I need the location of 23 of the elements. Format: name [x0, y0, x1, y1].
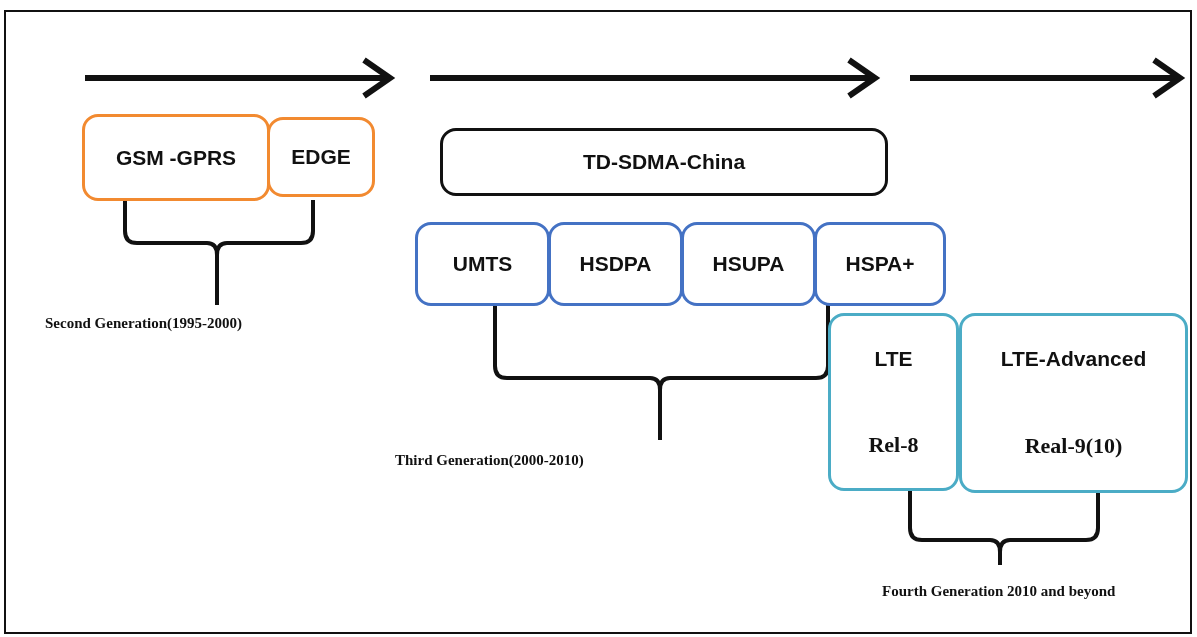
technology-box — [959, 313, 1188, 493]
technology-label: LTE-Advanced — [1000, 347, 1147, 371]
technology-box — [681, 222, 816, 306]
technology-label: HSUPA — [712, 252, 785, 276]
generation-caption: Fourth Generation 2010 and beyond — [882, 583, 1116, 600]
technology-box — [415, 222, 550, 306]
technology-label: GSM -GPRS — [115, 145, 237, 170]
technology-label: HSPA+ — [845, 252, 915, 276]
technology-label: HSDPA — [579, 252, 652, 276]
technology-box — [82, 114, 270, 201]
technology-box — [267, 117, 375, 197]
technology-box — [440, 128, 888, 196]
technology-box — [548, 222, 683, 306]
release-label: Rel-8 — [868, 431, 919, 458]
technology-label: EDGE — [291, 145, 351, 169]
technology-label: UMTS — [452, 252, 513, 276]
generation-caption: Third Generation(2000-2010) — [395, 452, 584, 469]
technology-box — [828, 313, 959, 491]
technology-box — [814, 222, 946, 306]
generation-caption: Second Generation(1995-2000) — [45, 315, 243, 332]
release-label: Real-9(10) — [1024, 433, 1123, 459]
technology-label: TD-SDMA-China — [582, 150, 746, 174]
technology-label: LTE — [874, 346, 913, 371]
